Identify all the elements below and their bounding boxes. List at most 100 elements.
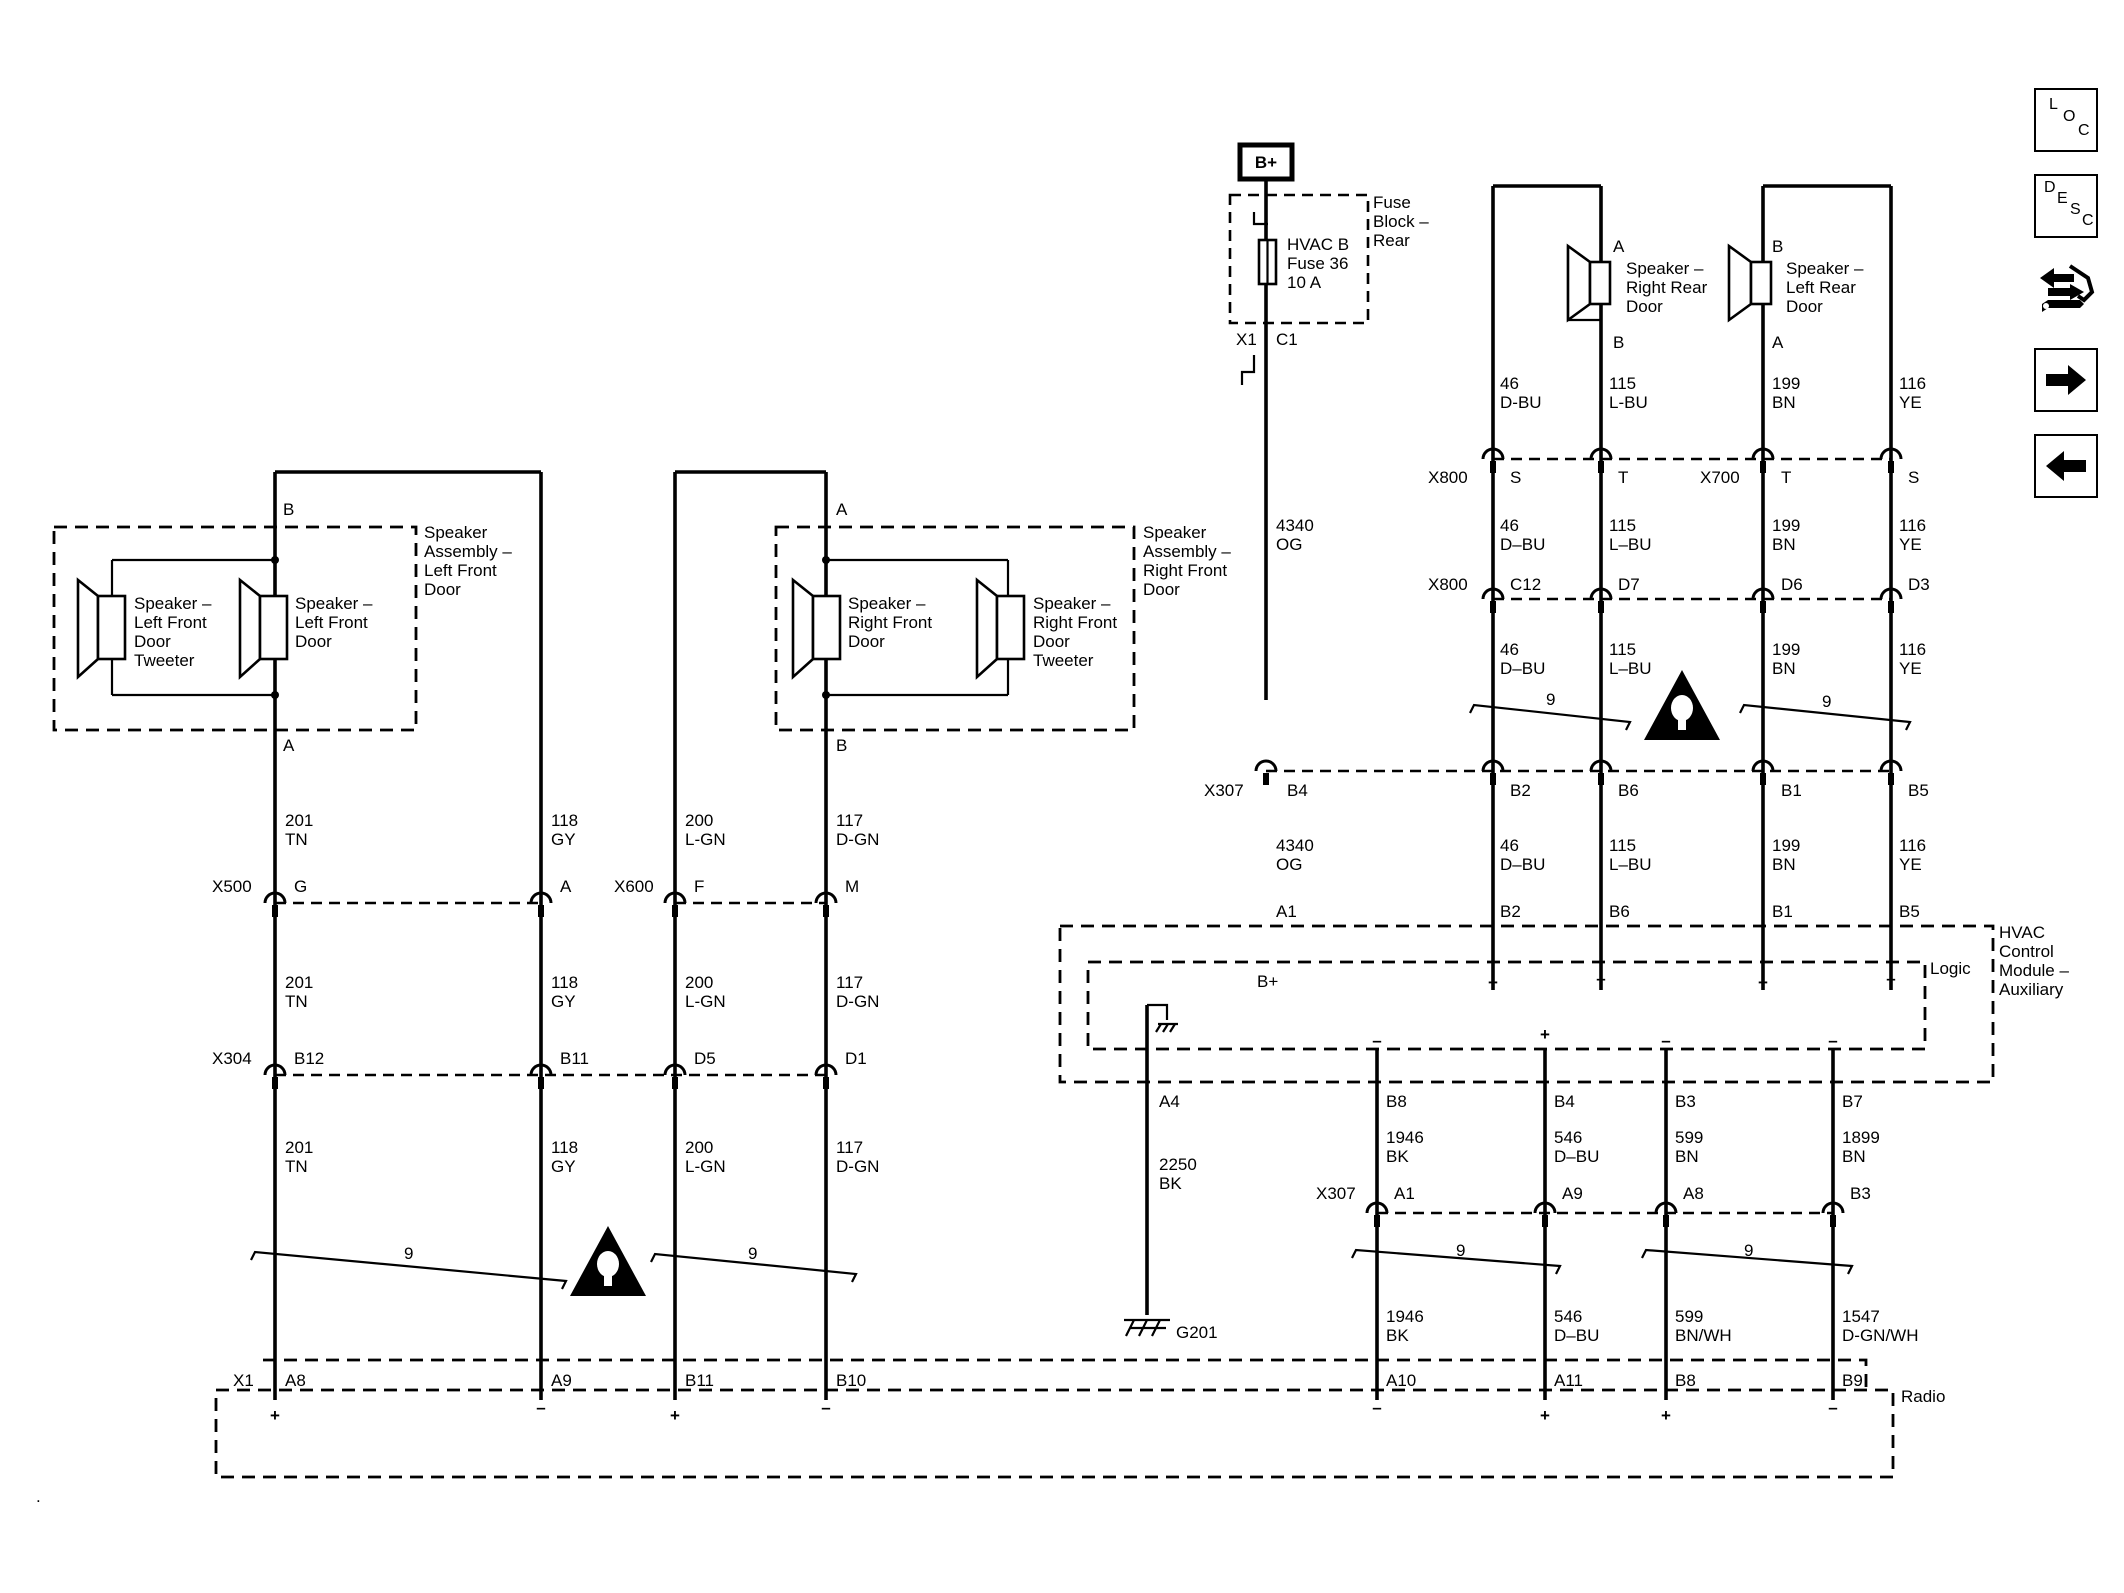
repair-arrows-wrench-icon — [2040, 264, 2095, 312]
radio-pin-b8: B8 — [1675, 1371, 1696, 1390]
wire-201-3-color: TN — [285, 1157, 308, 1176]
wire-546-top-color: D–BU — [1554, 1147, 1599, 1166]
x700-pin-s: S — [1908, 468, 1919, 487]
connector-cup — [1751, 587, 1775, 600]
fuse-block-label-1: Fuse — [1373, 193, 1411, 212]
module-polarity-b5: – — [1886, 969, 1895, 988]
wire-117-1-color: D-GN — [836, 830, 879, 849]
connector-pin — [538, 1077, 544, 1089]
x1-pin-c1-label: C1 — [1276, 330, 1298, 349]
location-button[interactable]: L O C — [2034, 88, 2098, 152]
loc-letter-o: O — [2063, 108, 2076, 125]
right-speaker-splice-top — [822, 556, 830, 564]
loc-letter-l: L — [2049, 96, 2058, 113]
right-speaker-label-1: Speaker – — [848, 594, 926, 613]
radio-twisted-pair-2-line — [1641, 1248, 1854, 1275]
radio-twist-count-1: 9 — [1456, 1241, 1465, 1260]
caution-icon-rear — [1644, 670, 1720, 740]
desc-letter-e: E — [2057, 190, 2068, 207]
rear-wire-116-bottom-number: 116 — [1899, 836, 1926, 855]
module-internal-ground-lead — [1145, 1003, 1169, 1020]
connector-pin — [1490, 461, 1496, 473]
right-assembly-label-3: Right Front — [1143, 561, 1227, 580]
right-rear-pin-top: A — [1613, 237, 1625, 256]
left-assembly-label-3: Left Front — [424, 561, 497, 580]
connector-pin — [1374, 1215, 1380, 1227]
wire-200-2-number: 200 — [685, 973, 713, 992]
module-pin-b5: B5 — [1899, 902, 1920, 921]
x500-pin-g: G — [294, 877, 307, 896]
connector-cup — [529, 891, 553, 904]
hvac-module-label-2: Control — [1999, 942, 2054, 961]
connector-cup — [1481, 447, 1505, 460]
right-front-speaker-cone — [791, 577, 815, 680]
x307-lower-connector-label: X307 — [1316, 1184, 1356, 1203]
repair-procedures-button[interactable] — [2034, 258, 2098, 322]
desc-letter-s: S — [2070, 201, 2081, 218]
wire-1547-bottom-number: 1547 — [1842, 1307, 1880, 1326]
fuse-block-rear-outline — [1228, 193, 1370, 325]
x307-pin-b6: B6 — [1618, 781, 1639, 800]
rear-wire-199-mid-number: 199 — [1772, 516, 1800, 535]
connector-pin — [1598, 461, 1604, 473]
battery-positive-label: B+ — [1255, 153, 1277, 172]
connector-cup — [1879, 587, 1903, 600]
connector-cup — [1365, 1201, 1389, 1214]
connector-pin — [1490, 601, 1496, 613]
x600-pin-f: F — [694, 877, 704, 896]
wire-200-3-number: 200 — [685, 1138, 713, 1157]
right-front-speaker-assembly-outline — [774, 525, 1136, 732]
rear-wire-46-top-number: 46 — [1500, 374, 1519, 393]
rear-wire-46-mid-number: 46 — [1500, 516, 1519, 535]
module-out-pin-b7: B7 — [1842, 1092, 1863, 1111]
x800-mid-pin-c12: C12 — [1510, 575, 1541, 594]
connector-pin — [672, 1077, 678, 1089]
module-polarity-b1: + — [1758, 973, 1768, 992]
connector-pin — [1888, 773, 1894, 785]
edge-mark: . — [36, 1487, 41, 1506]
module-polarity-b6: – — [1596, 969, 1605, 988]
description-button[interactable]: D E S C — [2034, 174, 2098, 238]
x800-mid-connector-label: X800 — [1428, 575, 1468, 594]
module-out-polarity-b4: + — [1540, 1025, 1550, 1044]
connector-cup — [529, 1063, 553, 1076]
rear-wire-116-bottom-color: YE — [1899, 855, 1922, 874]
next-page-button[interactable] — [2034, 348, 2098, 412]
rear-wire-46-mid-color: D–BU — [1500, 535, 1545, 554]
module-out-pin-b3: B3 — [1675, 1092, 1696, 1111]
rear-wire-116-low-number: 116 — [1899, 640, 1926, 659]
connector-pin — [1830, 1215, 1836, 1227]
wire-117-1-number: 117 — [836, 811, 863, 830]
x1-connector-mark — [1240, 355, 1256, 385]
wire-201-1-color: TN — [285, 830, 308, 849]
wire-4340b-number: 4340 — [1276, 836, 1314, 855]
wire-118-3-number: 118 — [551, 1138, 578, 1157]
x800-mid-pin-d7: D7 — [1618, 575, 1640, 594]
x304-pin-d5: D5 — [694, 1049, 716, 1068]
x800-mid-pin-d3: D3 — [1908, 575, 1930, 594]
module-pin-b1: B1 — [1772, 902, 1793, 921]
rear-wire-115-top-color: L-BU — [1609, 393, 1648, 412]
x800-top-pin-t: T — [1618, 468, 1628, 487]
left-rear-speaker-magnet — [1749, 260, 1773, 306]
rear-twisted-pair-1-line — [1469, 703, 1632, 731]
wire-4340-number: 4340 — [1276, 516, 1314, 535]
wire-599-bottom-number: 599 — [1675, 1307, 1703, 1326]
connector-cup — [1751, 759, 1775, 772]
previous-page-button[interactable] — [2034, 434, 2098, 498]
radio-pin-a10: A10 — [1386, 1371, 1416, 1390]
wire-201-1-number: 201 — [285, 811, 313, 830]
connector-pin — [272, 905, 278, 917]
module-pin-a4: A4 — [1159, 1092, 1180, 1111]
x307-lower-pin-a9: A9 — [1562, 1184, 1583, 1203]
connector-pin — [1888, 461, 1894, 473]
right-speaker-internal-wiring — [826, 558, 1010, 697]
radio-pin-b10: B10 — [836, 1371, 866, 1390]
rear-wire-116-low-color: YE — [1899, 659, 1922, 678]
x304-connector-label: X304 — [212, 1049, 252, 1068]
rear-wire-115-bottom-color: L–BU — [1609, 855, 1652, 874]
left-front-tweeter-cone — [76, 577, 100, 680]
connector-cup — [1254, 759, 1278, 772]
connector-pin — [1263, 773, 1269, 785]
x800-mid-pin-d6: D6 — [1781, 575, 1803, 594]
